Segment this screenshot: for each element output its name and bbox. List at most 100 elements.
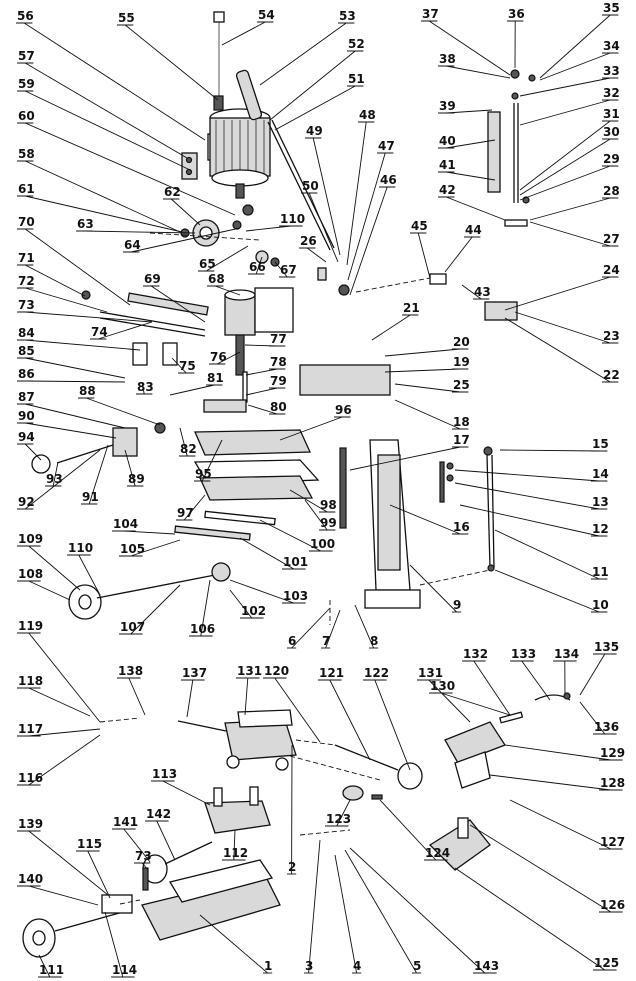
leader-line-29	[519, 165, 611, 201]
part-label-12: 12	[592, 522, 609, 536]
leader-line-117	[28, 728, 101, 737]
part-label-130: 130	[430, 679, 455, 693]
part-label-32: 32	[603, 86, 620, 100]
leader-line-32	[519, 99, 611, 126]
hold-down-bar-icon	[81, 290, 209, 337]
leader-line-140	[28, 885, 99, 906]
part-label-65: 65	[199, 257, 216, 271]
leader-line-131	[428, 679, 471, 723]
leader-line-6	[291, 607, 331, 649]
leader-line-26	[306, 247, 327, 263]
column-casting-icon	[299, 364, 454, 609]
leader-line-112	[233, 829, 236, 861]
part-label-101: 101	[283, 555, 308, 569]
part-label-68: 68	[208, 272, 225, 286]
part-label-61: 61	[18, 182, 35, 196]
part-label-24: 24	[603, 263, 620, 277]
part-label-51: 51	[348, 72, 365, 86]
leader-line-94	[24, 443, 42, 461]
leader-line-125	[454, 867, 606, 971]
saddle-icon	[204, 800, 271, 834]
leader-line-73	[141, 862, 149, 871]
part-label-27: 27	[603, 232, 620, 246]
leader-line-91	[88, 444, 109, 505]
part-label-33: 33	[603, 64, 620, 78]
part-label-88: 88	[79, 384, 96, 398]
part-label-111: 111	[39, 963, 64, 977]
leader-line-53	[259, 22, 347, 86]
part-label-29: 29	[603, 152, 620, 166]
leader-line-105	[130, 539, 181, 557]
clamp-icon	[342, 785, 364, 801]
leader-line-20	[384, 348, 461, 357]
leader-line-122	[374, 679, 411, 771]
leader-lines	[16, 14, 623, 978]
leader-line-132	[473, 660, 511, 716]
leader-line-115	[87, 850, 111, 899]
part-label-54: 54	[258, 8, 275, 22]
leader-line-56	[23, 22, 206, 141]
leader-line-30	[519, 138, 611, 196]
leader-line-9	[409, 564, 457, 613]
part-label-49: 49	[306, 124, 323, 138]
leader-line-113	[162, 780, 211, 806]
leader-line-58	[25, 160, 181, 233]
leader-line-57	[24, 62, 188, 159]
part-label-114: 114	[112, 963, 137, 977]
leader-line-90	[25, 422, 117, 439]
part-label-118: 118	[18, 674, 43, 688]
leader-line-74	[98, 321, 153, 340]
leader-line-137	[186, 679, 194, 718]
part-label-58: 58	[18, 147, 35, 161]
part-label-9: 9	[453, 598, 461, 612]
part-label-50: 50	[302, 179, 319, 193]
part-label-109: 109	[18, 532, 43, 546]
leader-line-45	[417, 232, 431, 279]
part-label-40: 40	[439, 134, 456, 148]
part-label-48: 48	[359, 108, 376, 122]
part-label-89: 89	[128, 472, 145, 486]
leader-line-59	[25, 90, 191, 171]
part-label-125: 125	[594, 956, 619, 970]
part-label-72: 72	[18, 274, 35, 288]
part-label-106: 106	[190, 622, 215, 636]
rail-icon	[174, 525, 251, 541]
part-label-79: 79	[270, 374, 287, 388]
leader-line-60	[25, 122, 236, 216]
leader-line-114	[104, 911, 124, 978]
leader-line-28	[529, 197, 611, 221]
part-label-75: 75	[179, 359, 196, 373]
leader-line-127	[509, 799, 611, 850]
part-label-46: 46	[380, 173, 397, 187]
leader-line-44	[444, 236, 473, 273]
part-label-96: 96	[335, 403, 352, 417]
leader-line-108	[28, 580, 71, 601]
part-label-135: 135	[594, 640, 619, 654]
leader-line-79	[245, 387, 278, 396]
leader-line-66	[255, 256, 263, 275]
part-label-102: 102	[241, 604, 266, 618]
leader-line-141	[123, 828, 151, 863]
part-label-90: 90	[18, 409, 35, 423]
part-label-99: 99	[320, 516, 337, 530]
leader-line-51	[274, 85, 356, 131]
leader-line-87	[25, 403, 126, 429]
part-label-36: 36	[508, 7, 525, 21]
leader-line-123	[336, 799, 351, 827]
leader-line-111	[38, 954, 51, 978]
part-label-137: 137	[182, 666, 207, 680]
part-label-6: 6	[288, 634, 296, 648]
leader-line-17	[349, 446, 461, 471]
part-label-25: 25	[453, 378, 470, 392]
part-label-13: 13	[592, 495, 609, 509]
leader-line-41	[446, 171, 496, 181]
part-label-30: 30	[603, 125, 620, 139]
part-label-7: 7	[322, 634, 330, 648]
leader-line-13	[454, 482, 600, 510]
leader-line-101	[239, 537, 295, 570]
part-label-107: 107	[120, 620, 145, 634]
part-label-97: 97	[177, 506, 194, 520]
leader-line-55	[124, 24, 219, 101]
leader-line-10	[494, 569, 600, 613]
